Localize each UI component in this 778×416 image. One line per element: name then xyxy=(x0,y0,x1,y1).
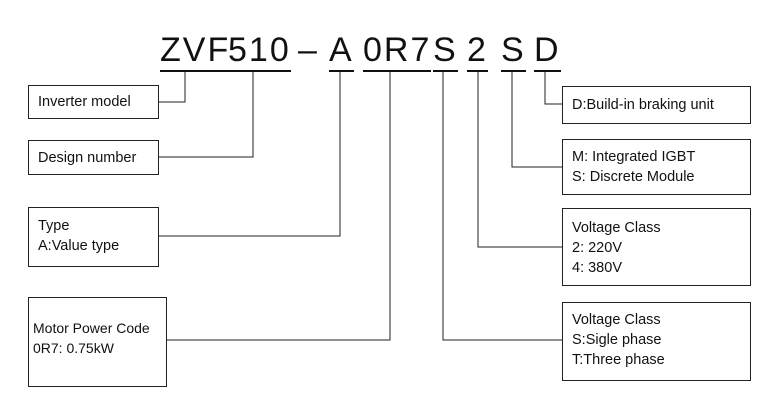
connector-design-number xyxy=(159,72,254,158)
module-integrated: M: Integrated IGBT xyxy=(572,149,696,165)
braking-unit-label: D:Build-in braking unit xyxy=(572,97,714,113)
motor-power-box: Motor Power Code 0R7: 0.75kW xyxy=(28,297,167,387)
code-design: 510 xyxy=(228,30,291,72)
voltage-class-title: Voltage Class xyxy=(572,220,661,236)
inverter-model-box: Inverter model xyxy=(28,85,159,119)
module-box: M: Integrated IGBT S: Discrete Module xyxy=(562,139,751,195)
phase-three: T:Three phase xyxy=(572,352,665,368)
phase-title: Voltage Class xyxy=(572,312,661,328)
connector-voltage-class xyxy=(477,72,562,248)
connector-module xyxy=(511,72,562,168)
type-box: Type A:Value type xyxy=(28,207,159,267)
braking-unit-box: D:Build-in braking unit xyxy=(562,86,751,124)
code-power: 0R7 xyxy=(363,30,432,72)
connector-motor-power xyxy=(167,72,391,341)
code-type: A xyxy=(329,30,354,72)
voltage-class-380v: 4: 380V xyxy=(572,260,622,276)
connector-phase xyxy=(442,72,562,341)
code-series: ZVF xyxy=(160,30,231,72)
connector-braking xyxy=(544,72,562,105)
code-braking: D xyxy=(534,30,561,72)
voltage-class-220v: 2: 220V xyxy=(572,240,622,256)
connector-inverter-model xyxy=(159,72,186,103)
phase-single: S:Sigle phase xyxy=(572,332,662,348)
design-number-label: Design number xyxy=(38,150,137,166)
design-number-box: Design number xyxy=(28,140,159,175)
motor-power-value: 0R7: 0.75kW xyxy=(33,340,114,356)
code-phase: S xyxy=(433,30,458,72)
type-value: A:Value type xyxy=(38,238,120,254)
connector-type xyxy=(159,72,341,237)
type-title: Type xyxy=(38,218,70,234)
motor-power-title: Motor Power Code xyxy=(33,320,150,336)
code-voltage: 2 xyxy=(467,30,488,72)
module-discrete: S: Discrete Module xyxy=(572,169,695,185)
code-module: S xyxy=(501,30,526,72)
code-separator: – xyxy=(298,31,319,69)
phase-box: Voltage Class S:Sigle phase T:Three phas… xyxy=(562,302,751,381)
inverter-model-label: Inverter model xyxy=(38,94,131,110)
voltage-class-box: Voltage Class 2: 220V 4: 380V xyxy=(562,208,751,286)
